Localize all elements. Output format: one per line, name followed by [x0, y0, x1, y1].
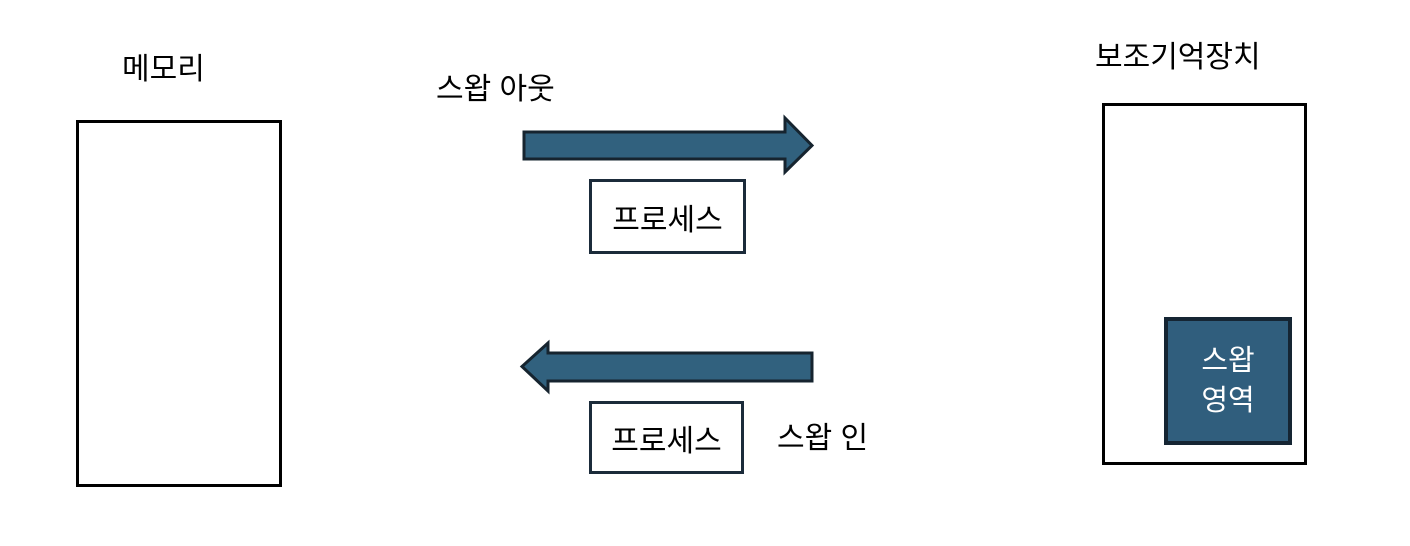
swap-out-label: 스왑 아웃 — [436, 73, 555, 106]
process-box-top: 프로세스 — [589, 179, 746, 254]
swap-area-label-line2: 영역 — [1201, 385, 1255, 417]
swap-in-label: 스왑 인 — [777, 422, 869, 455]
swap-area-label-line1: 스왑 — [1201, 344, 1255, 377]
storage-label: 보조기억장치 — [1095, 41, 1261, 74]
memory-box — [76, 120, 282, 487]
swap-in-arrow-icon — [519, 339, 814, 395]
swap-out-arrow-icon — [522, 114, 815, 176]
swap-area-box: 스왑 영역 — [1164, 317, 1292, 445]
process-box-bottom: 프로세스 — [589, 401, 744, 474]
process-label-bottom: 프로세스 — [611, 424, 722, 458]
memory-label: 메모리 — [122, 53, 205, 86]
process-label-top: 프로세스 — [612, 203, 723, 237]
storage-box: 스왑 영역 — [1102, 103, 1307, 465]
